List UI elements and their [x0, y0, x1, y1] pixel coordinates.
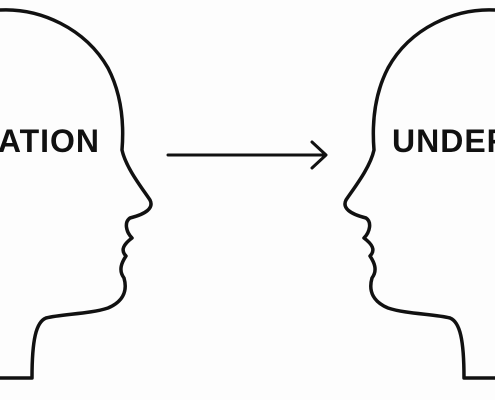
right-head-outline — [343, 8, 495, 380]
right-head-word: UNDER — [392, 123, 495, 159]
left-head-outline — [0, 8, 153, 380]
arrow-head — [310, 140, 328, 170]
left-head-word: ATION — [0, 123, 100, 159]
